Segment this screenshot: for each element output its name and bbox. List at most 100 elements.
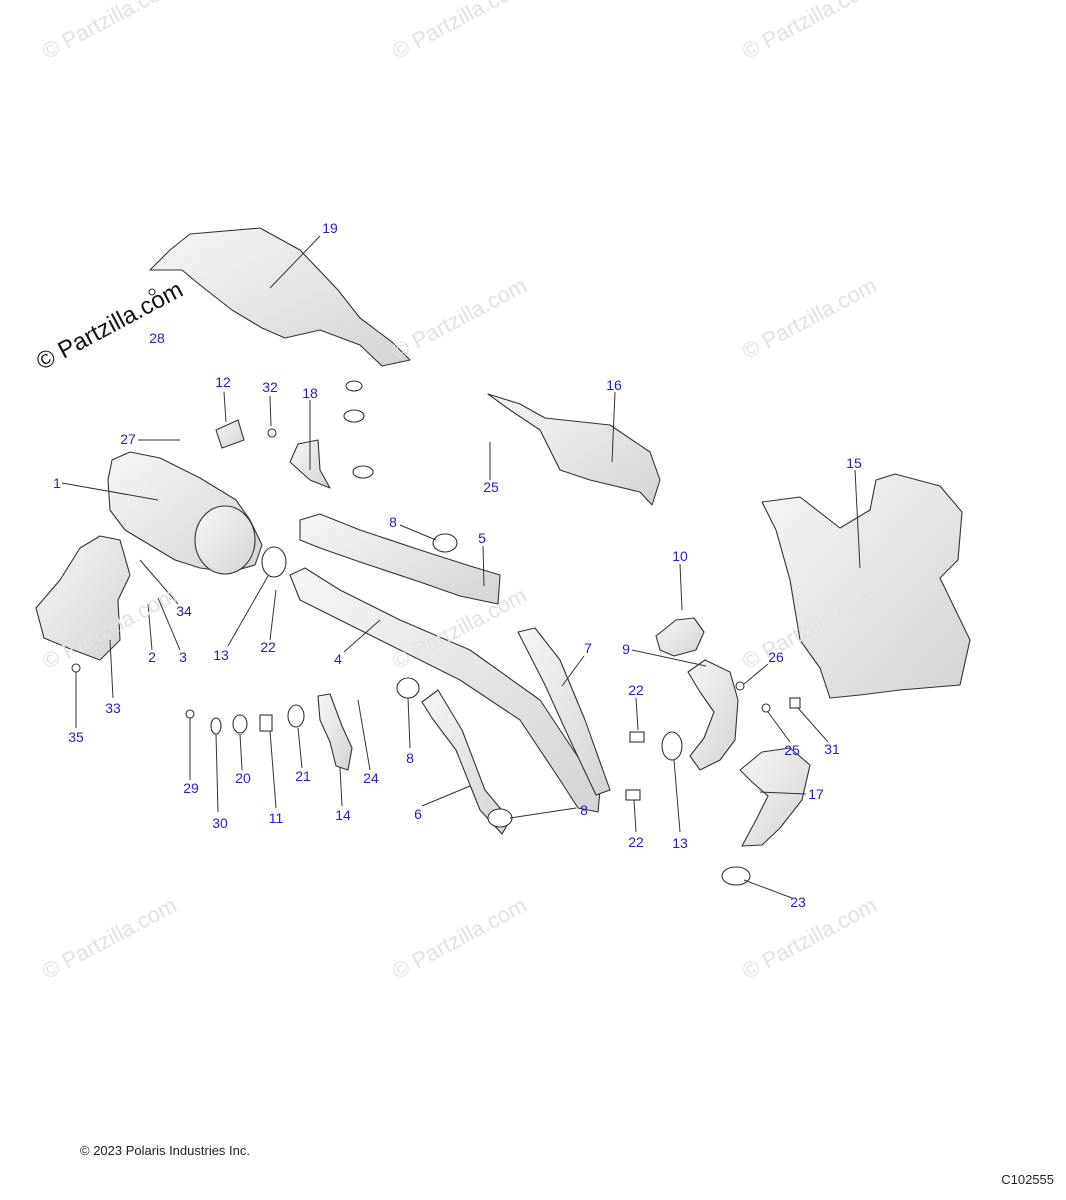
bushing-21 [287,704,305,728]
leader-1 [61,482,159,501]
clamp-8-mid [396,677,420,699]
leader-20 [239,733,243,771]
leader-4 [343,619,381,653]
ring-13-left [261,546,287,578]
callout-33[interactable]: 33 [105,700,121,716]
callout-25[interactable]: 25 [483,479,499,495]
leader-30 [215,733,219,813]
callout-28[interactable]: 28 [149,330,165,346]
leader-2 [147,603,153,651]
washer-30 [210,717,222,735]
leader-19 [269,235,321,289]
pipe-5 [299,513,501,605]
leader-16 [611,391,616,463]
leader-32 [269,395,272,427]
callout-3[interactable]: 3 [179,649,187,665]
nut-35 [71,663,81,673]
clamp-8-low [487,808,513,828]
leader-12 [223,391,227,423]
nut-31 [789,697,801,709]
callout-4[interactable]: 4 [334,651,342,667]
leader-22a [269,589,277,641]
callout-2[interactable]: 2 [148,649,156,665]
leader-11 [269,730,277,809]
ring-13-right [661,731,683,761]
leader-31 [797,707,829,743]
shield-7 [517,627,611,796]
clamp-8-top [432,533,458,553]
leader-6 [421,785,471,807]
fastener-26 [735,681,745,691]
callout-8[interactable]: 8 [580,802,588,818]
callout-11[interactable]: 11 [268,810,284,826]
copyright-text: © 2023 Polaris Industries Inc. [80,1143,250,1158]
leader-8b [407,697,411,749]
callout-13[interactable]: 13 [213,647,229,663]
callout-26[interactable]: 26 [768,649,784,665]
heat-shield-19 [149,227,411,367]
callout-1[interactable]: 1 [53,475,61,491]
callout-8[interactable]: 8 [406,750,414,766]
callout-27[interactable]: 27 [120,431,136,447]
callout-22[interactable]: 22 [628,834,644,850]
callout-30[interactable]: 30 [212,815,228,831]
callout-21[interactable]: 21 [295,768,311,784]
callout-8[interactable]: 8 [389,514,397,530]
callout-24[interactable]: 24 [363,770,379,786]
heat-shield-15 [761,473,971,699]
callout-14[interactable]: 14 [335,807,351,823]
leader-22b [635,697,639,731]
leader-13a [227,575,269,647]
callout-5[interactable]: 5 [478,530,486,546]
callout-10[interactable]: 10 [672,548,688,564]
callout-17[interactable]: 17 [808,786,824,802]
callout-12[interactable]: 12 [215,374,231,390]
sleeve-11 [259,714,273,732]
callout-9[interactable]: 9 [622,641,630,657]
callout-22[interactable]: 22 [628,682,644,698]
leader-34 [139,559,179,605]
bracket-12 [215,419,245,449]
callout-25[interactable]: 25 [784,742,800,758]
leader-21 [297,727,303,769]
callout-20[interactable]: 20 [235,770,251,786]
grommet-stack-c [352,465,374,479]
leader-33 [109,639,114,699]
pipe-4 [289,567,601,813]
grommet-stack-b [343,409,365,423]
callout-16[interactable]: 16 [606,377,622,393]
leader-13b [673,759,681,833]
callout-19[interactable]: 19 [322,220,338,236]
callout-13[interactable]: 13 [672,835,688,851]
callout-32[interactable]: 32 [262,379,278,395]
leader-25b [767,711,791,743]
callout-31[interactable]: 31 [824,741,840,757]
callout-35[interactable]: 35 [68,729,84,745]
leader-5 [482,545,485,587]
spring-22-top [629,731,645,743]
spring-22-bottom [625,789,641,801]
callout-29[interactable]: 29 [183,780,199,796]
leader-15 [854,469,861,569]
drawing-id: C102555 [1001,1172,1054,1187]
bushing-20 [232,714,248,734]
leader-8c [509,807,577,819]
shield-33 [35,535,131,661]
callout-22[interactable]: 22 [260,639,276,655]
callout-34[interactable]: 34 [176,603,192,619]
manifold-pipe-9 [687,659,739,771]
heat-shield-17 [739,747,811,847]
bracket-14 [317,693,353,771]
leader-3 [157,597,181,651]
tube-6 [421,689,511,835]
callout-6[interactable]: 6 [414,806,422,822]
callout-7[interactable]: 7 [584,640,592,656]
grommet-stack-a [345,380,363,392]
heat-shield-16 [487,393,661,506]
callout-18[interactable]: 18 [302,385,318,401]
callout-15[interactable]: 15 [846,455,862,471]
leader-24 [357,699,371,771]
leader-10 [679,563,683,611]
callout-23[interactable]: 23 [790,894,806,910]
